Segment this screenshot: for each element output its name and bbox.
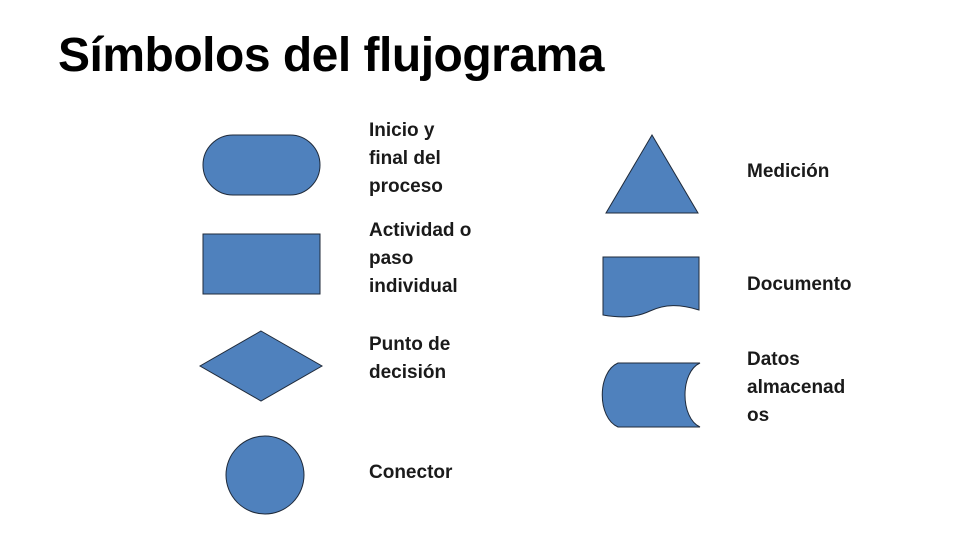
label-measurement: Medición — [747, 161, 830, 182]
label-connector: Conector — [369, 462, 453, 483]
label-document: Documento — [747, 274, 852, 295]
label-process: Actividad o paso individual — [369, 220, 472, 297]
slide-title: Símbolos del flujograma — [58, 29, 604, 82]
stored-data-shape — [601, 362, 701, 428]
triangle-shape — [605, 134, 699, 214]
document-shape — [602, 256, 700, 318]
decision-shape — [198, 330, 324, 402]
terminator-shape — [202, 134, 321, 196]
label-stored-data: Datos almacenad os — [747, 349, 846, 426]
label-decision: Punto de decisión — [369, 334, 451, 383]
connector-shape — [225, 435, 305, 515]
process-shape — [202, 233, 321, 295]
label-terminator: Inicio y final del proceso — [369, 120, 443, 197]
